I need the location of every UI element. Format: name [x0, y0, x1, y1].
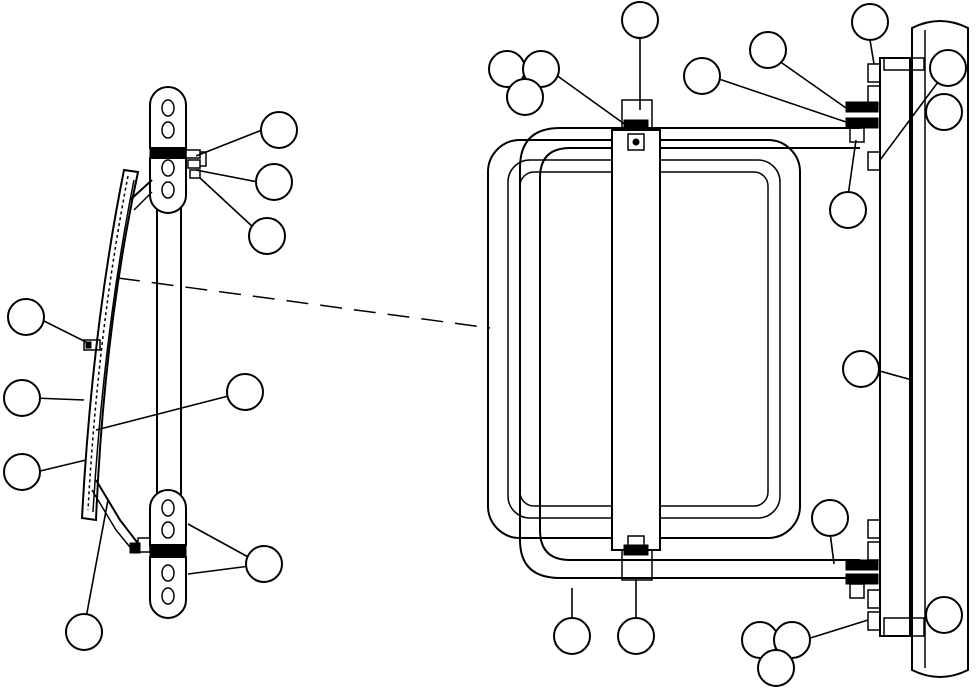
callouts: [3, 1, 967, 687]
callout-c19: [829, 191, 867, 229]
callout-c5: [3, 379, 41, 417]
callout-c20: [842, 350, 880, 388]
callout-c17: [929, 49, 967, 87]
mirror-head-edge: [80, 168, 140, 522]
cab-pillar-tube: [911, 20, 969, 678]
callout-c7: [3, 453, 41, 491]
callout-c15: [683, 57, 721, 95]
callout-c24: [617, 617, 655, 655]
callout-c10: [621, 1, 659, 39]
callout-c6: [226, 373, 264, 411]
callout-c27: [757, 649, 795, 687]
leader-lines: [33, 27, 945, 641]
callout-c9: [65, 613, 103, 651]
callout-c4: [7, 298, 45, 336]
callout-c2: [255, 163, 293, 201]
callout-c18: [925, 93, 963, 131]
top-clamp-lower: [149, 157, 187, 214]
callout-c21: [811, 499, 849, 537]
callout-c13: [506, 78, 544, 116]
callout-c16: [851, 3, 889, 41]
pillar-mounting-plate: [879, 57, 911, 637]
bracket-tube-loop: [519, 127, 860, 579]
callout-c1: [260, 111, 298, 149]
front-view-assembly: [487, 20, 969, 678]
bottom-clamp-upper: [149, 489, 187, 546]
center-strap: [611, 129, 661, 551]
callout-c22: [925, 596, 963, 634]
side-view-assembly: [80, 86, 207, 619]
callout-c14: [749, 31, 787, 69]
view-reference-line: [117, 277, 491, 329]
callout-c3: [248, 217, 286, 255]
callout-c8: [245, 545, 283, 583]
top-clamp-upper: [149, 86, 187, 149]
callout-c23: [553, 617, 591, 655]
